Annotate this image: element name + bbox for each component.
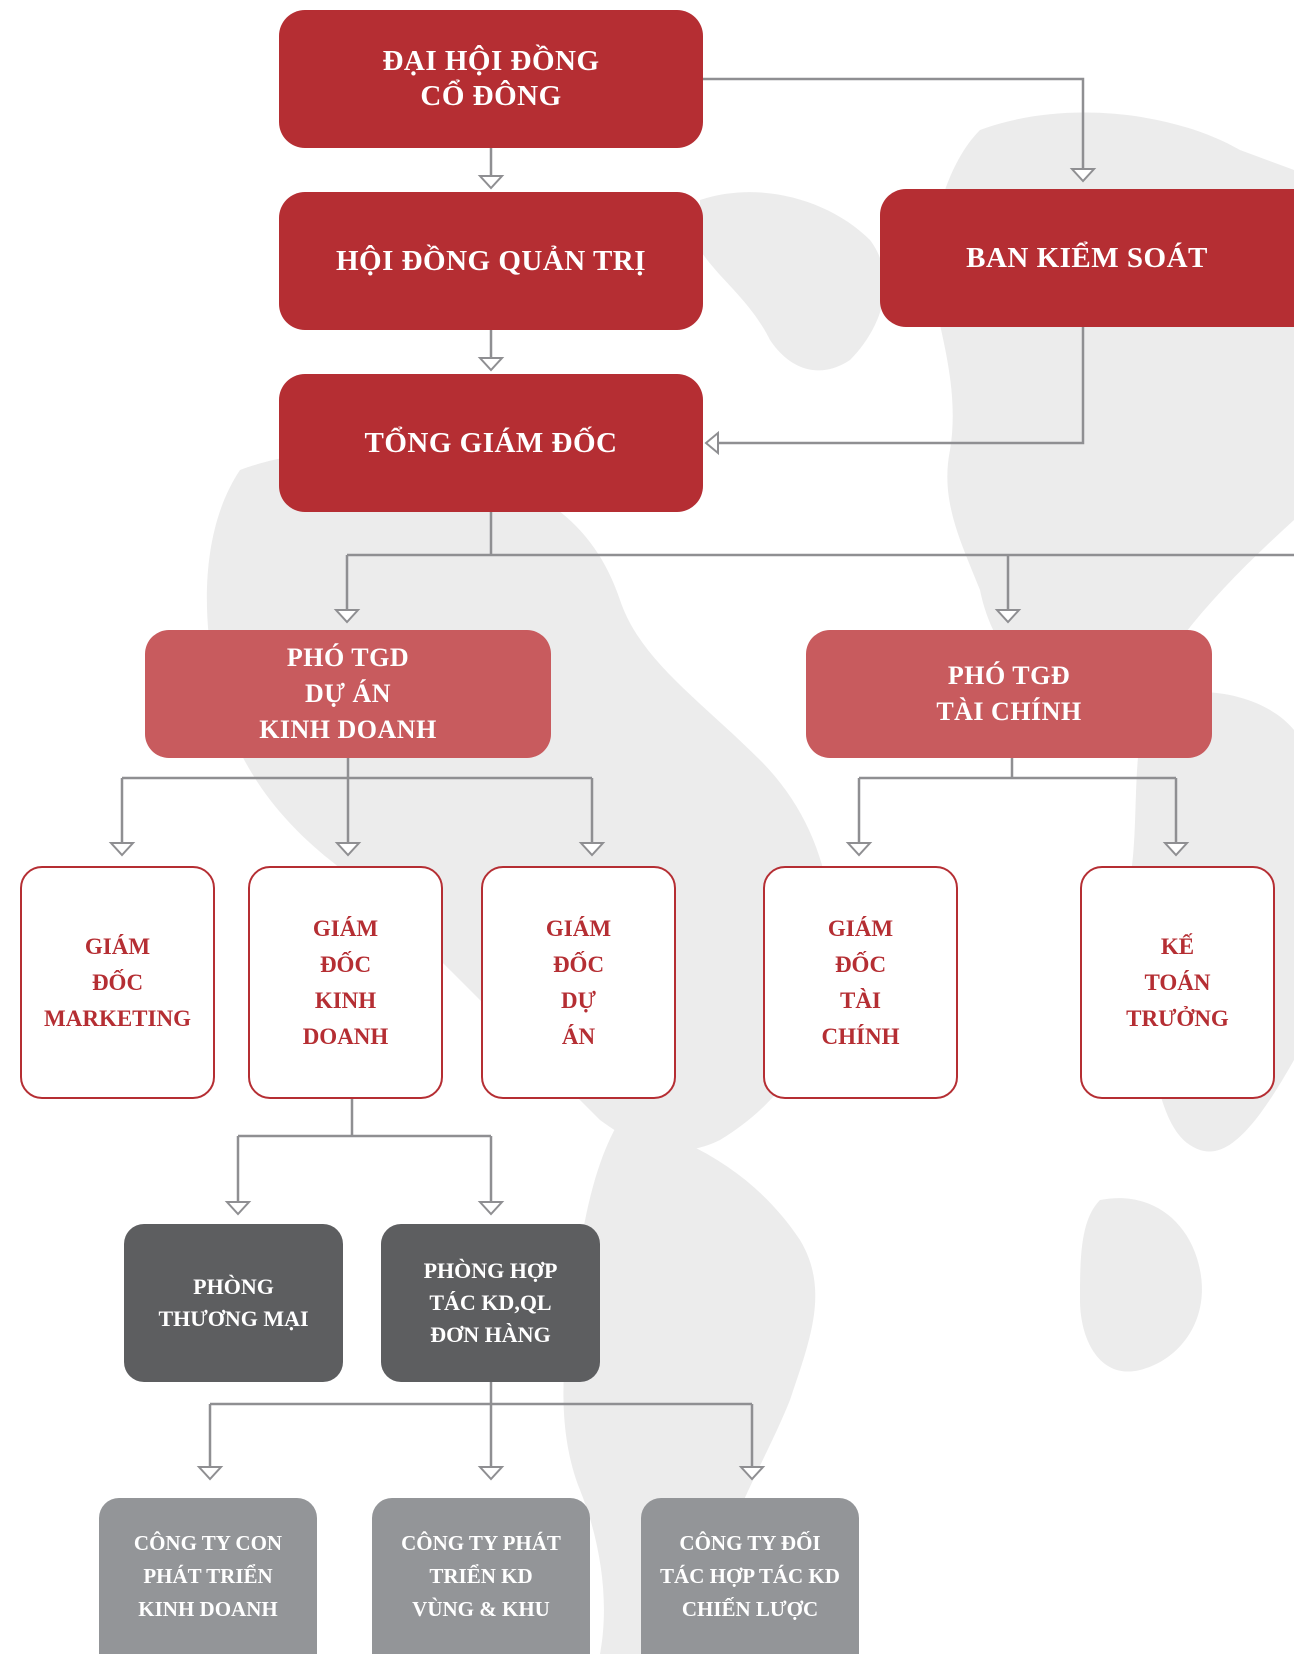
node-pho-tgd-tai-chinh: PHÓ TGĐ TÀI CHÍNH bbox=[806, 630, 1212, 758]
node-label: ĐỐC bbox=[834, 951, 887, 977]
node-cong-ty-doi-tac: CÔNG TY ĐỐI TÁC HỢP TÁC KD CHIẾN LƯỢC bbox=[641, 1498, 859, 1654]
node-label: GIÁM bbox=[312, 915, 379, 941]
arrow-down-icon bbox=[477, 175, 505, 190]
node-label: CÔNG TY PHÁT bbox=[401, 1530, 561, 1555]
arrow-down-icon bbox=[224, 1201, 252, 1216]
node-label: ĐƠN HÀNG bbox=[430, 1322, 551, 1347]
node-hoi-dong-quan-tri: HỘI ĐỒNG QUẢN TRỊ bbox=[279, 192, 703, 330]
connector-dhdcd-bks bbox=[703, 77, 1085, 178]
node-phong-hop-tac: PHÒNG HỢP TÁC KD,QL ĐƠN HÀNG bbox=[381, 1224, 600, 1382]
node-label: DOANH bbox=[302, 1023, 389, 1049]
node-label: ĐỐC bbox=[319, 951, 372, 977]
node-giam-doc-tai-chinh: GIÁM ĐỐC TÀI CHÍNH bbox=[763, 866, 958, 1099]
node-label: CÔNG TY CON bbox=[133, 1530, 283, 1555]
node-label: HỘI ĐỒNG QUẢN TRỊ bbox=[335, 244, 647, 277]
arrow-down-icon bbox=[108, 842, 136, 857]
node-ban-kiem-soat: BAN KIỂM SOÁT bbox=[880, 189, 1294, 327]
node-label: TÁC KD,QL bbox=[429, 1290, 552, 1315]
node-label: PHÓ TGĐ bbox=[947, 661, 1071, 690]
node-dai-hoi-dong-co-dong: ĐẠI HỘI ĐỒNG CỔ ĐÔNG bbox=[279, 10, 703, 148]
arrow-down-icon bbox=[334, 842, 362, 857]
node-label: TÀI CHÍNH bbox=[936, 697, 1082, 726]
node-label: KẾ bbox=[1160, 933, 1195, 959]
arrow-down-icon bbox=[578, 842, 606, 857]
node-label: THƯƠNG MẠI bbox=[158, 1306, 309, 1331]
node-label: GIÁM bbox=[827, 915, 894, 941]
node-giam-doc-marketing: GIÁM ĐỐC MARKETING bbox=[20, 866, 215, 1099]
node-label: ĐỐC bbox=[552, 951, 605, 977]
arrow-down-icon bbox=[477, 1201, 505, 1216]
node-pho-tgd-du-an: PHÓ TGD DỰ ÁN KINH DOANH bbox=[145, 630, 551, 758]
node-label: TOÁN bbox=[1144, 969, 1211, 995]
node-giam-doc-du-an: GIÁM ĐỐC DỰ ÁN bbox=[481, 866, 676, 1099]
arrow-down-icon bbox=[477, 1466, 505, 1481]
node-label: ÁN bbox=[561, 1023, 596, 1049]
arrow-down-icon bbox=[845, 842, 873, 857]
node-label: TÁC HỢP TÁC KD bbox=[660, 1563, 840, 1588]
node-label: GIÁM bbox=[84, 933, 151, 959]
node-label: VÙNG & KHU bbox=[412, 1596, 550, 1621]
node-label: PHÒNG bbox=[193, 1274, 274, 1299]
node-label: PHÓ TGD bbox=[286, 643, 410, 672]
node-label: TRIỂN KD bbox=[429, 1563, 533, 1588]
arrow-down-icon bbox=[477, 357, 505, 372]
node-label: CỔ ĐÔNG bbox=[420, 80, 562, 112]
node-label: CHÍNH bbox=[821, 1023, 900, 1049]
arrow-down-icon bbox=[994, 609, 1022, 624]
node-label: KINH DOANH bbox=[138, 1596, 278, 1621]
node-label: ĐẠI HỘI ĐỒNG bbox=[382, 45, 600, 77]
node-label: PHÁT TRIỂN bbox=[143, 1563, 273, 1588]
node-label: PHÒNG HỢP bbox=[423, 1258, 558, 1283]
node-label: DỰ ÁN bbox=[304, 679, 392, 708]
node-ke-toan-truong: KẾ TOÁN TRƯỞNG bbox=[1080, 866, 1275, 1099]
node-label: BAN KIỂM SOÁT bbox=[966, 241, 1208, 274]
connector-bks-tgd bbox=[718, 327, 1085, 445]
node-giam-doc-kinh-doanh: GIÁM ĐỐC KINH DOANH bbox=[248, 866, 443, 1099]
node-phong-thuong-mai: PHÒNG THƯƠNG MẠI bbox=[124, 1224, 343, 1382]
node-label: KINH bbox=[314, 987, 377, 1013]
node-label: ĐỐC bbox=[91, 969, 144, 995]
arrow-down-icon bbox=[738, 1466, 766, 1481]
node-label: GIÁM bbox=[545, 915, 612, 941]
node-label: TỔNG GIÁM ĐỐC bbox=[364, 426, 618, 459]
node-tong-giam-doc: TỔNG GIÁM ĐỐC bbox=[279, 374, 703, 512]
arrow-left-icon bbox=[704, 430, 719, 456]
node-label: TRƯỞNG bbox=[1126, 1005, 1229, 1031]
node-label: MARKETING bbox=[44, 1005, 191, 1031]
arrow-down-icon bbox=[1069, 168, 1097, 183]
node-label: TÀI bbox=[840, 987, 881, 1013]
node-label: KINH DOANH bbox=[259, 715, 437, 744]
node-label: CHIẾN LƯỢC bbox=[681, 1596, 819, 1621]
node-label: DỰ bbox=[561, 987, 596, 1013]
arrow-down-icon bbox=[1162, 842, 1190, 857]
node-cong-ty-phat-trien: CÔNG TY PHÁT TRIỂN KD VÙNG & KHU bbox=[372, 1498, 590, 1654]
node-label: CÔNG TY ĐỐI bbox=[679, 1530, 821, 1555]
arrow-down-icon bbox=[196, 1466, 224, 1481]
node-cong-ty-con: CÔNG TY CON PHÁT TRIỂN KINH DOANH bbox=[99, 1498, 317, 1654]
arrow-down-icon bbox=[333, 609, 361, 624]
